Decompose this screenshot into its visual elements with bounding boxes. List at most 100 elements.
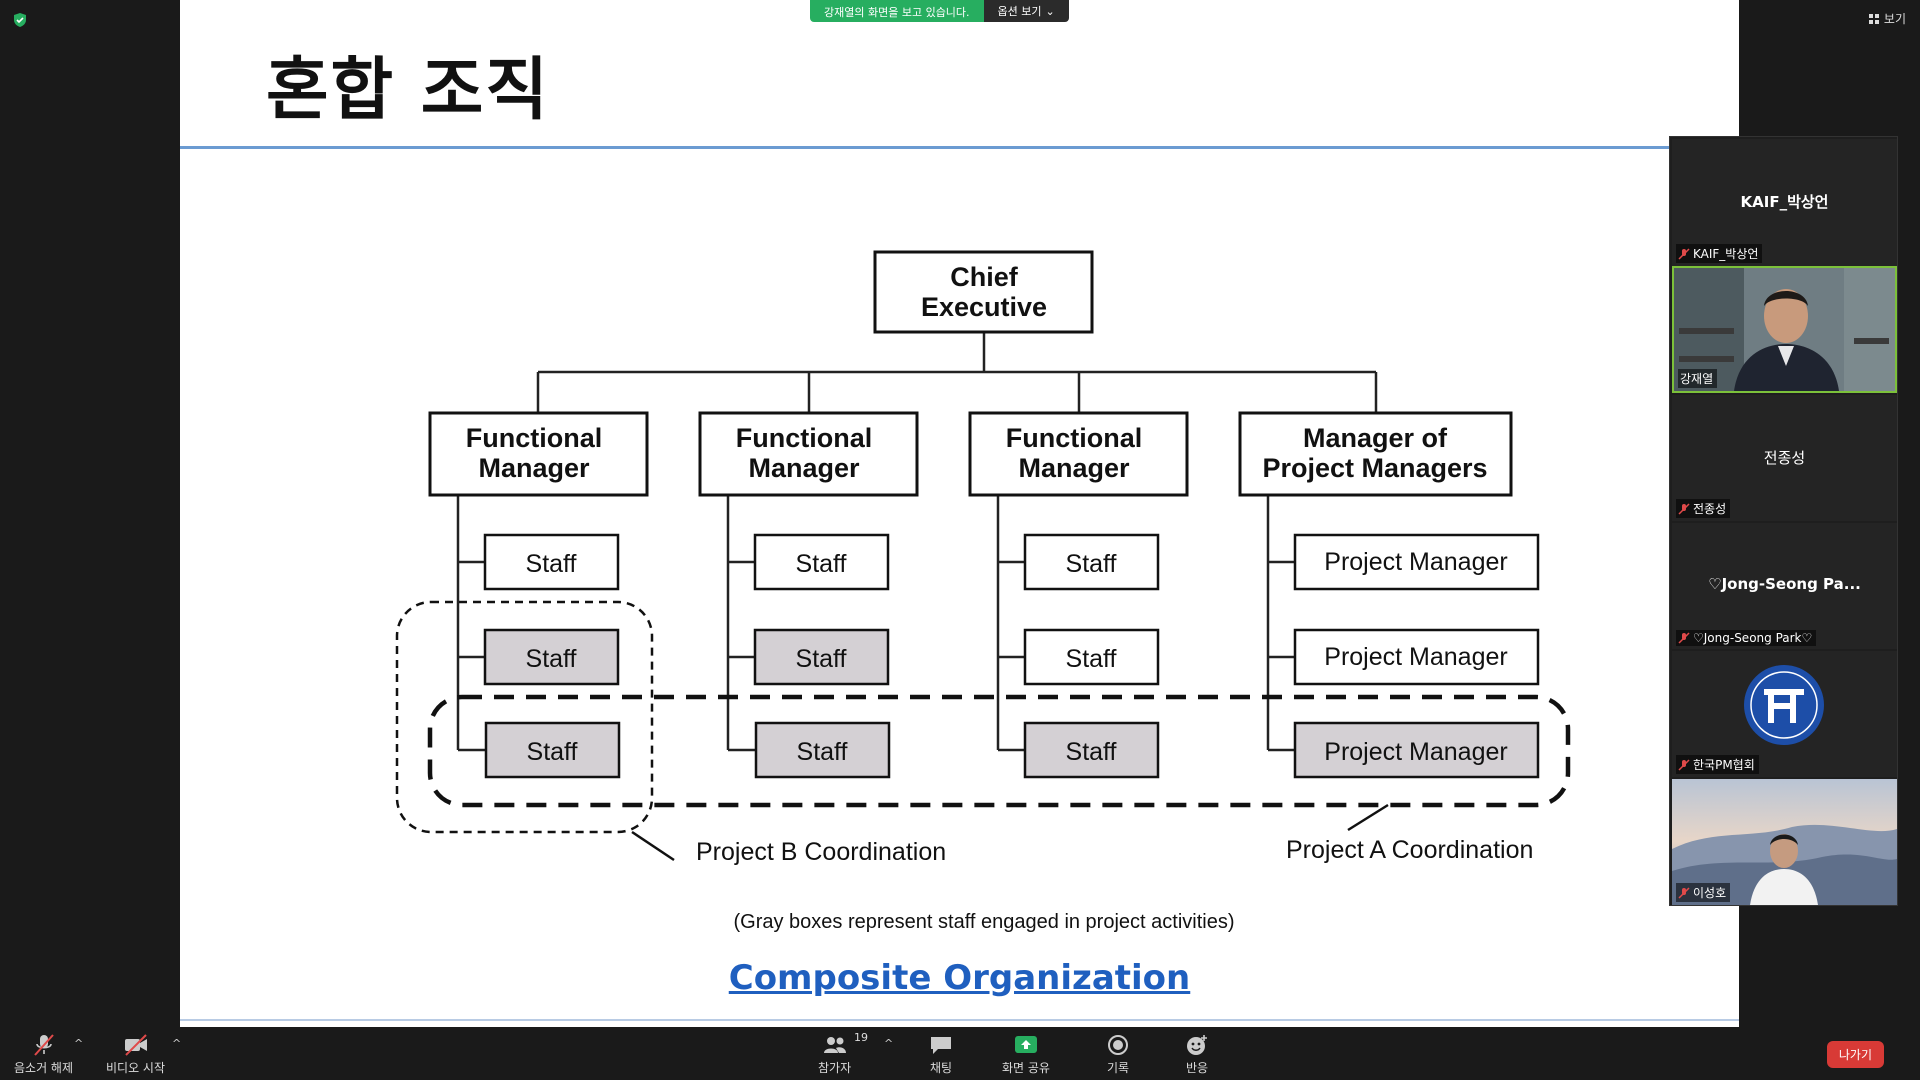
- manager-2-line-1: Functional: [736, 423, 873, 453]
- record-icon: [1108, 1035, 1128, 1055]
- pm-label: Project Manager: [1324, 643, 1507, 671]
- participant-label: KAIF_박상언: [1676, 244, 1763, 263]
- manager-4-line-2: Project Managers: [1262, 453, 1487, 483]
- slide-title: 혼합 조직: [266, 51, 550, 130]
- record-button[interactable]: 기록: [1105, 1033, 1131, 1076]
- chief-line-2: Executive: [921, 292, 1047, 322]
- participant-tile-active-speaker[interactable]: 강재열: [1672, 266, 1897, 393]
- manager-box-4: Manager of Project Managers: [1238, 411, 1513, 497]
- participant-label-text: 전종성: [1693, 502, 1727, 516]
- smiley-icon: [1187, 1035, 1207, 1055]
- chart-note: (Gray boxes represent staff engaged in p…: [734, 911, 1235, 933]
- staff-label: Staff: [797, 738, 848, 766]
- slide-caption: Composite Organization: [728, 958, 1191, 998]
- audio-options-caret[interactable]: ^: [74, 1037, 84, 1050]
- participant-tile[interactable]: 한국PM협회: [1672, 651, 1897, 777]
- participant-tile[interactable]: ♡Jong-Seong Pa... ♡Jong-Seong Park♡: [1672, 523, 1897, 649]
- staff-box: Staff: [1023, 628, 1160, 686]
- participant-tile[interactable]: 이성호: [1672, 779, 1897, 905]
- share-screen-label: 화면 공유: [1002, 1061, 1050, 1075]
- staff-box: Staff: [483, 533, 620, 591]
- chat-label: 채팅: [929, 1061, 953, 1075]
- participants-label: 참가자: [818, 1061, 852, 1075]
- view-options-button[interactable]: 옵션 보기 ⌄: [983, 0, 1069, 22]
- mic-muted-icon: [1678, 247, 1690, 260]
- participant-label-text: KAIF_박상언: [1693, 247, 1759, 261]
- participants-options-caret[interactable]: ^: [884, 1037, 894, 1050]
- staff-box-gray: Staff: [484, 721, 621, 779]
- participant-tile[interactable]: 전종성 전종성: [1672, 395, 1897, 521]
- staff-label: Staff: [1066, 550, 1117, 578]
- participant-tile[interactable]: KAIF_박상언 KAIF_박상언: [1672, 139, 1897, 266]
- participant-label: 한국PM협회: [1676, 755, 1759, 774]
- manager-3-line-1: Functional: [1006, 423, 1143, 453]
- pm-label: Project Manager: [1324, 548, 1507, 576]
- participants-button[interactable]: 참가자 19: [818, 1031, 868, 1076]
- staff-label: Staff: [526, 645, 577, 673]
- participant-label-text: 한국PM협회: [1693, 758, 1755, 772]
- mic-muted-icon: [1678, 758, 1690, 771]
- staff-box-gray: Staff: [753, 628, 890, 686]
- grid-view-icon: [1868, 13, 1879, 24]
- video-options-caret[interactable]: ^: [172, 1037, 182, 1050]
- record-label: 기록: [1106, 1061, 1130, 1075]
- view-button-label: 보기: [1883, 12, 1906, 26]
- participant-label: ♡Jong-Seong Park♡: [1676, 630, 1817, 646]
- unmute-label: 음소거 해제: [14, 1061, 74, 1075]
- participant-name: 전종성: [1763, 449, 1806, 467]
- project-manager-box: Project Manager: [1293, 533, 1540, 591]
- staff-label: Staff: [1066, 738, 1117, 766]
- manager-4-line-1: Manager of: [1303, 423, 1448, 453]
- video-off-icon: [124, 1034, 147, 1056]
- project-manager-box-gray: Project Manager: [1293, 721, 1540, 779]
- participant-label: 이성호: [1676, 883, 1731, 902]
- chevron-down-icon: ⌄: [1045, 4, 1055, 18]
- reactions-label: 반응: [1185, 1061, 1209, 1075]
- screen-share-banner: 강재열의 화면을 보고 있습니다. 옵션 보기 ⌄: [810, 0, 1069, 22]
- title-rule: [180, 146, 1739, 149]
- share-message: 강재열의 화면을 보고 있습니다.: [810, 0, 984, 22]
- meeting-toolbar: 음소거 해제 ^ 비디오 시작 ^ 참가자 19 ^ 채팅 화면 공유 기록 반…: [0, 1027, 1920, 1080]
- manager-2-line-2: Manager: [748, 453, 860, 483]
- view-options-label: 옵션 보기: [997, 5, 1042, 18]
- chief-executive-box: Chief Executive: [873, 250, 1094, 334]
- project-manager-box: Project Manager: [1293, 628, 1540, 686]
- project-b-label: Project B Coordination: [696, 838, 946, 866]
- shared-screen: 혼합 조직: [180, 0, 1739, 1027]
- staff-label: Staff: [796, 645, 847, 673]
- security-shield-icon[interactable]: [12, 12, 28, 28]
- mic-muted-icon: [1678, 502, 1690, 515]
- unmute-button[interactable]: 음소거 해제: [14, 1033, 73, 1076]
- mic-muted-icon: [1678, 886, 1690, 899]
- project-a-pointer: [1347, 803, 1389, 832]
- staff-label: Staff: [526, 550, 577, 578]
- participant-label: 전종성: [1676, 499, 1731, 518]
- share-screen-button[interactable]: 화면 공유: [1002, 1033, 1050, 1076]
- staff-label: Staff: [1066, 645, 1117, 673]
- participant-label: 강재열: [1678, 369, 1718, 388]
- participants-icon: [823, 1037, 846, 1053]
- mic-muted-icon: [33, 1034, 54, 1056]
- participant-label-text: 강재열: [1680, 372, 1714, 386]
- start-video-button[interactable]: 비디오 시작: [106, 1033, 165, 1076]
- leave-meeting-button[interactable]: 나가기: [1826, 1041, 1884, 1068]
- staff-label: Staff: [527, 738, 578, 766]
- participant-count: 19: [854, 1031, 868, 1044]
- chat-button[interactable]: 채팅: [928, 1033, 954, 1076]
- share-screen-icon: [1014, 1036, 1037, 1053]
- mic-muted-icon: [1678, 632, 1690, 644]
- participant-video-panel: KAIF_박상언 KAIF_박상언 강재열: [1669, 136, 1898, 906]
- project-b-outline: [395, 600, 654, 834]
- org-chart: Chief Executive Functional Manager Funct…: [395, 250, 1571, 933]
- manager-1-line-1: Functional: [466, 423, 603, 453]
- participant-name: KAIF_박상언: [1740, 193, 1829, 211]
- staff-box-gray: Staff: [1023, 721, 1160, 779]
- manager-box-1: Functional Manager: [428, 411, 649, 497]
- bottom-rule: [180, 1019, 1739, 1021]
- association-logo: [1744, 665, 1824, 745]
- participant-label-text: 이성호: [1693, 886, 1727, 900]
- staff-box-gray: Staff: [754, 721, 891, 779]
- view-button[interactable]: 보기: [1868, 10, 1906, 27]
- reactions-button[interactable]: 반응: [1184, 1033, 1210, 1076]
